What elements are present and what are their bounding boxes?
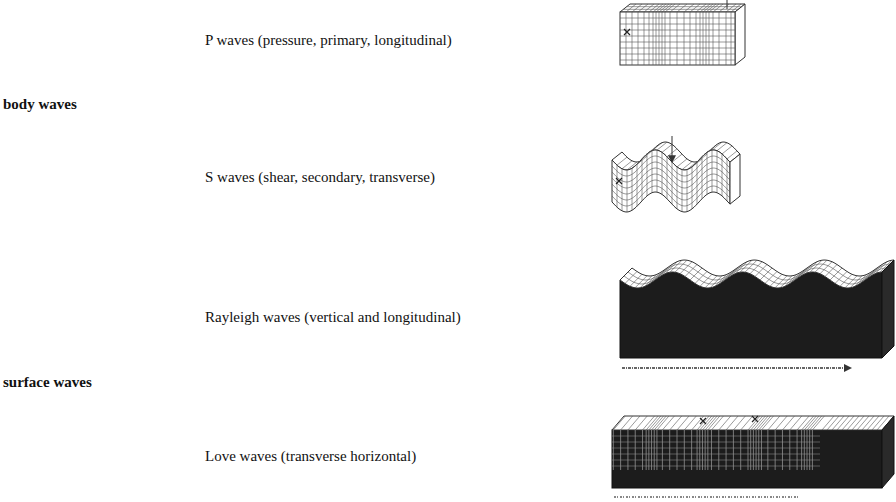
wave-type-label: S waves (shear, secondary, transverse): [205, 168, 435, 186]
rayleigh-wave-block: [620, 260, 894, 358]
love-wave-block: [612, 416, 894, 488]
caption-smudge: [614, 496, 800, 498]
wave-type-label: P waves (pressure, primary, longitudinal…: [205, 31, 452, 49]
wave-type-label: Rayleigh waves (vertical and longitudina…: [205, 308, 461, 326]
p-wave-block: [620, 0, 745, 65]
group-label: surface waves: [3, 373, 92, 391]
propagation-arrow: [622, 367, 850, 369]
group-label: body waves: [3, 95, 77, 113]
s-wave-block: [612, 136, 740, 212]
wave-type-label: Love waves (transverse horizontal): [205, 447, 416, 465]
